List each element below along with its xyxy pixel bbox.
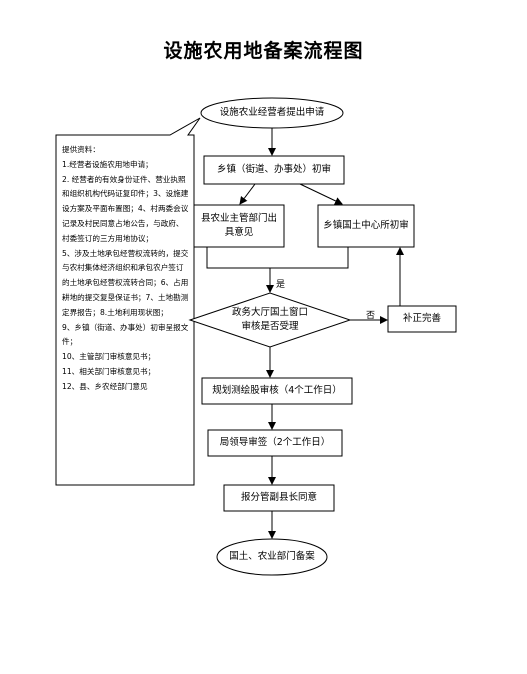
bureau-node: 局领导审签（2个工作日） <box>219 437 331 449</box>
materials-item: 2. 经营者的有效身份证件、营业执照和组织机构代码证复印件；3、设施建设方案及平… <box>62 174 189 243</box>
bureau-box <box>207 429 343 457</box>
materials-item: 9、乡镇（街道、办事处）初审呈报文件； <box>62 322 189 347</box>
materials-item: 1.经营者设施农用地申请； <box>62 159 153 169</box>
materials-item: 10、主管部门审核意见书； <box>62 352 156 362</box>
supplement-box <box>387 305 457 333</box>
vice-mayor-node: 报分管副县长同意 <box>240 492 317 504</box>
yes-label: 是 <box>276 280 286 290</box>
apply-node: 设施农业经营者提出申请 <box>219 107 325 119</box>
materials-callout <box>55 117 201 486</box>
land-center-box <box>317 204 415 248</box>
county-dept-box <box>193 204 285 248</box>
town-box <box>203 155 345 185</box>
materials-note: 提供资料： 1.经营者设施农用地申请； 2. 经营者的有效身份证件、营业执照和组… <box>56 135 194 485</box>
end-ellipse <box>216 538 328 576</box>
materials-item: 11、相关部门审核意见书； <box>62 366 156 376</box>
land-center-node: 乡镇国土中心所初审 <box>323 220 409 232</box>
survey-box <box>201 377 353 405</box>
supplement-node: 补正完善 <box>402 313 441 325</box>
archive-node: 国土、农业部门备案 <box>229 551 315 563</box>
survey-node: 规划测绘股审核（4个工作日） <box>212 385 342 397</box>
materials-item: 12、县、乡农经部门意见 <box>62 381 148 391</box>
materials-item: 5、涉及土地承包经营权流转的，提交与农村集体经济组织和承包农户签订的土地承包经营… <box>62 248 189 317</box>
town-node: 乡镇（街道、办事处）初审 <box>216 164 331 176</box>
decision-node: 政务大厅国土窗口审核是否受理 <box>231 307 308 332</box>
materials-heading: 提供资料： <box>62 145 100 154</box>
county-dept-node: 县农业主管部门出具意见 <box>200 213 277 238</box>
no-label: 否 <box>366 311 376 321</box>
page-title: 设施农用地备案流程图 <box>163 40 364 62</box>
vice-mayor-box <box>223 484 335 512</box>
